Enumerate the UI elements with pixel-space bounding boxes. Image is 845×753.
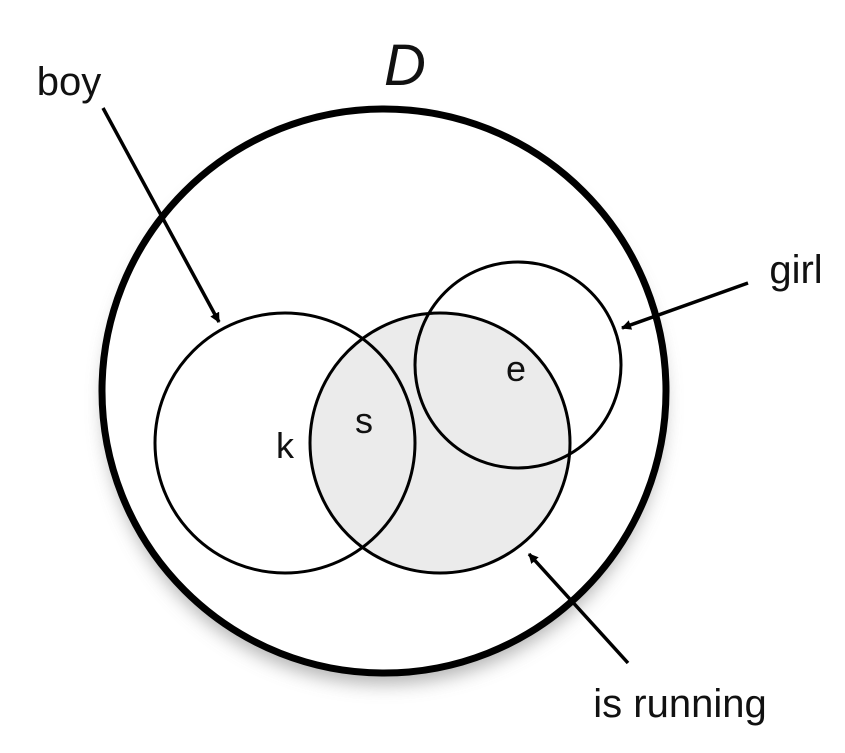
domain-label: D [384, 33, 426, 98]
boy-set-circle [153, 311, 417, 575]
girl-label: girl [769, 248, 822, 292]
element-s-label: s [355, 400, 373, 441]
element-k-label: k [276, 425, 295, 466]
running-set-circle [308, 311, 572, 575]
element-e-label: e [506, 348, 526, 389]
boy-label: boy [37, 60, 102, 104]
boy-arrow [101, 107, 221, 323]
girl-set-circle [413, 260, 623, 470]
running-label: is running [593, 682, 766, 726]
girl-arrow [621, 281, 749, 330]
running-arrow [527, 552, 630, 665]
